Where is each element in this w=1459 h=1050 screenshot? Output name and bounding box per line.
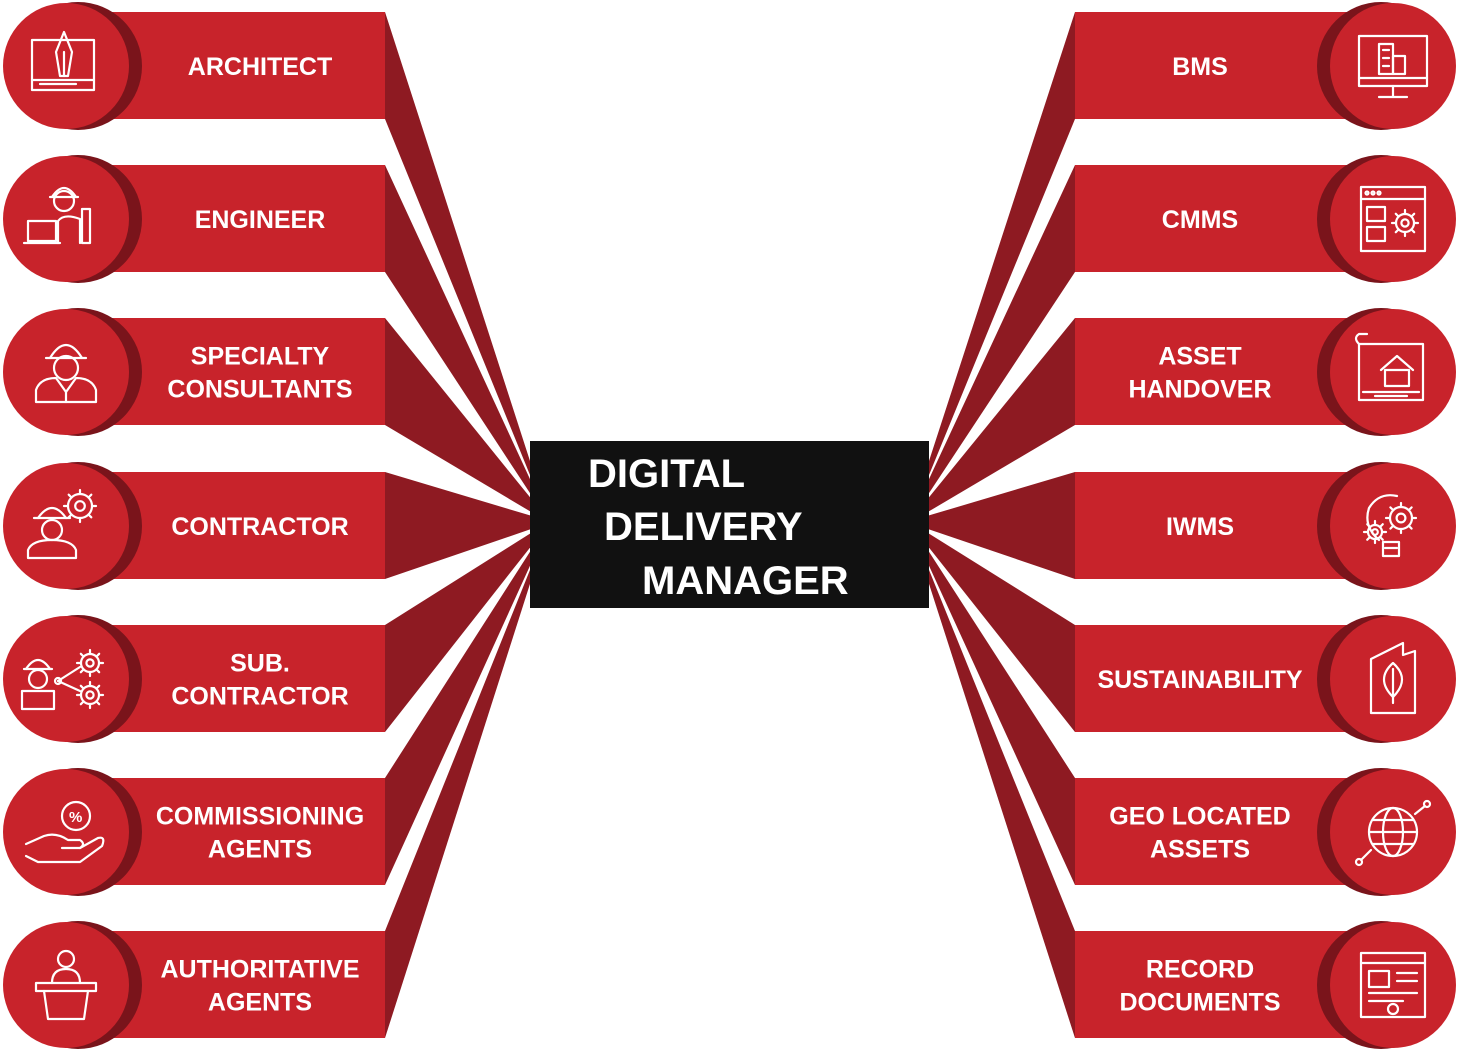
hub-box: DIGITAL DELIVERY MANAGER xyxy=(530,441,929,608)
hub-title-line-3: MANAGER xyxy=(642,559,849,603)
hub-title-line-2: DELIVERY xyxy=(604,505,803,549)
left-item: ENGINEER xyxy=(3,155,385,283)
right-item-label: GEO LOCATED xyxy=(1109,803,1290,831)
right-item: GEO LOCATED ASSETS xyxy=(1075,768,1456,896)
left-connector xyxy=(385,318,530,512)
right-item-label: SUSTAINABILITY xyxy=(1097,666,1302,694)
left-connector xyxy=(385,569,530,1038)
right-connector xyxy=(929,533,1075,732)
right-item-label: CMMS xyxy=(1162,206,1238,234)
left-item-band xyxy=(95,12,385,119)
worker-gear-icon xyxy=(26,488,98,560)
left-connector xyxy=(385,551,530,885)
left-connector xyxy=(385,533,530,732)
left-item-circle xyxy=(3,156,129,282)
leaf-building-icon xyxy=(1369,641,1417,715)
house-plan-icon xyxy=(1354,332,1425,402)
right-item: SUSTAINABILITY xyxy=(1075,615,1456,743)
left-connector xyxy=(385,12,530,475)
left-item-label: COMMISSIONING xyxy=(156,803,364,831)
left-item-circle xyxy=(3,463,129,589)
hand-percent-coin-icon: % xyxy=(24,800,105,864)
right-item-label: IWMS xyxy=(1166,513,1234,541)
right-item-label: ASSET xyxy=(1158,343,1241,371)
speaker-podium-icon xyxy=(34,949,98,1021)
monitor-building-icon xyxy=(1357,34,1429,99)
hub-background xyxy=(530,441,929,608)
left-item-band xyxy=(95,472,385,579)
left-item-band xyxy=(95,625,385,732)
right-item-label: HANDOVER xyxy=(1128,376,1271,404)
connectors xyxy=(385,12,1075,1038)
right-connector xyxy=(929,569,1075,1038)
left-item-circle xyxy=(3,3,129,129)
left-item-label: CONTRACTOR xyxy=(171,683,348,711)
worker-gears-network-icon xyxy=(20,648,105,711)
lightbulb-gears-icon xyxy=(1362,494,1418,558)
right-item-label: DOCUMENTS xyxy=(1119,989,1280,1017)
left-item-circle xyxy=(3,769,129,895)
left-item-label: ARCHITECT xyxy=(188,53,332,81)
right-item: CMMS xyxy=(1075,155,1456,283)
left-item-label: CONTRACTOR xyxy=(171,513,348,541)
right-item: BMS xyxy=(1075,2,1456,130)
svg-text:%: % xyxy=(69,809,82,826)
right-item-label: BMS xyxy=(1172,53,1228,81)
right-item-label: ASSETS xyxy=(1150,836,1250,864)
left-item-label: AGENTS xyxy=(208,989,312,1017)
browser-gear-icon xyxy=(1359,185,1427,253)
left-connector xyxy=(385,472,530,579)
left-item: ARCHITECT xyxy=(3,2,385,130)
globe-network-icon xyxy=(1354,799,1432,867)
left-item-label: AUTHORITATIVE xyxy=(160,956,359,984)
banners: ARCHITECT ENGINEER SPECIALTY CONSULTANTS CON… xyxy=(3,2,1456,1049)
left-item-circle xyxy=(3,922,129,1048)
right-item-circle xyxy=(1330,922,1456,1048)
right-item: RECORD DOCUMENTS xyxy=(1075,921,1456,1049)
left-item: SUB. CONTRACTOR xyxy=(3,615,385,743)
left-item-band xyxy=(95,318,385,425)
left-item-circle xyxy=(3,616,129,742)
left-item-label: SPECIALTY xyxy=(191,343,330,371)
right-item-circle xyxy=(1330,156,1456,282)
hub-title-line-1: DIGITAL xyxy=(588,452,745,496)
left-item: SPECIALTY CONSULTANTS xyxy=(3,308,385,436)
right-connector xyxy=(929,318,1075,512)
left-item-label: AGENTS xyxy=(208,836,312,864)
left-item-band xyxy=(95,778,385,885)
right-item-label: RECORD xyxy=(1146,956,1254,984)
right-connector xyxy=(929,472,1075,579)
blueprint-pen-icon xyxy=(30,30,96,92)
right-item-circle xyxy=(1330,309,1456,435)
left-item: AUTHORITATIVE AGENTS xyxy=(3,921,385,1049)
left-item-band xyxy=(95,165,385,272)
right-item: ASSET HANDOVER xyxy=(1075,308,1456,436)
document-page-icon xyxy=(1359,951,1427,1019)
left-item-label: CONSULTANTS xyxy=(167,376,352,404)
left-item: % COMMISSIONING AGENTS xyxy=(3,768,385,896)
left-item-label: SUB. xyxy=(230,650,290,678)
right-connector xyxy=(929,551,1075,885)
engineer-laptop-icon xyxy=(22,186,92,245)
left-item-circle xyxy=(3,309,129,435)
right-connector xyxy=(929,12,1075,475)
left-item-label: ENGINEER xyxy=(195,206,326,234)
left-item-band xyxy=(95,931,385,1038)
left-item: CONTRACTOR xyxy=(3,462,385,590)
consultant-hardhat-icon xyxy=(34,343,98,404)
right-item: IWMS xyxy=(1075,462,1456,590)
right-connector xyxy=(929,165,1075,494)
left-connector xyxy=(385,165,530,494)
